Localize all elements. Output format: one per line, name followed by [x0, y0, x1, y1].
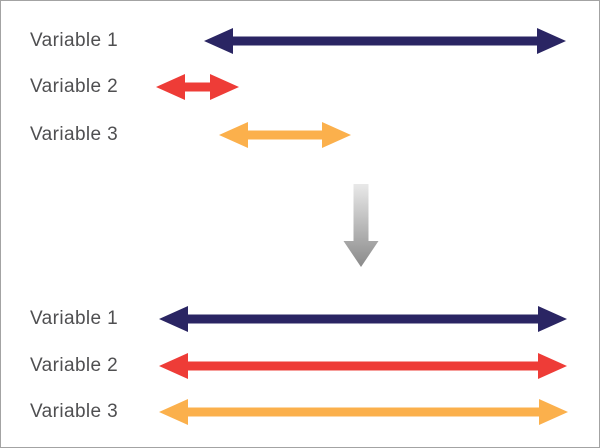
variable-2-label-before: Variable 2 — [30, 76, 119, 97]
variable-3-label-after: Variable 3 — [30, 401, 119, 422]
variable-3-label-before: Variable 3 — [30, 124, 119, 145]
variable-2-label-after: Variable 2 — [30, 355, 119, 376]
variable-1-label-after: Variable 1 — [30, 308, 119, 329]
variable-1-label-before: Variable 1 — [30, 30, 119, 51]
